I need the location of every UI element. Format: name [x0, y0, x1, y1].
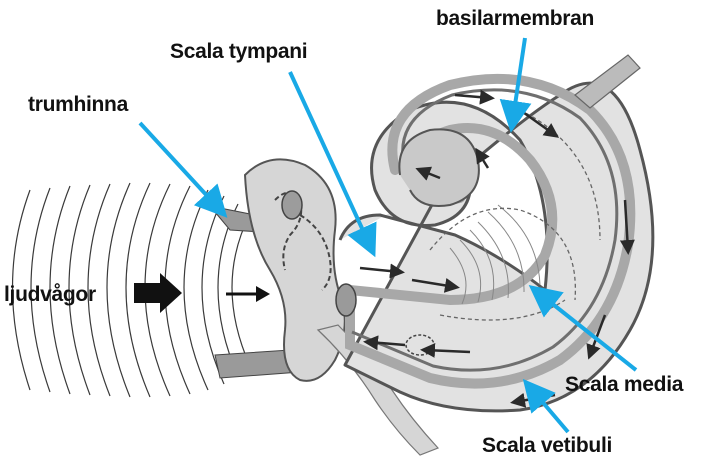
label-basilarmembran: basilarmembran — [436, 7, 594, 31]
label-ljudvagor: ljudvågor — [4, 283, 96, 307]
cochlea — [336, 55, 653, 411]
label-scala-tympani: Scala tympani — [170, 40, 307, 64]
label-scala-media: Scala media — [565, 373, 683, 397]
label-trumhinna: trumhinna — [28, 93, 128, 117]
pointer-trumhinna — [140, 123, 222, 212]
label-scala-vetibuli: Scala vetibuli — [482, 434, 612, 458]
